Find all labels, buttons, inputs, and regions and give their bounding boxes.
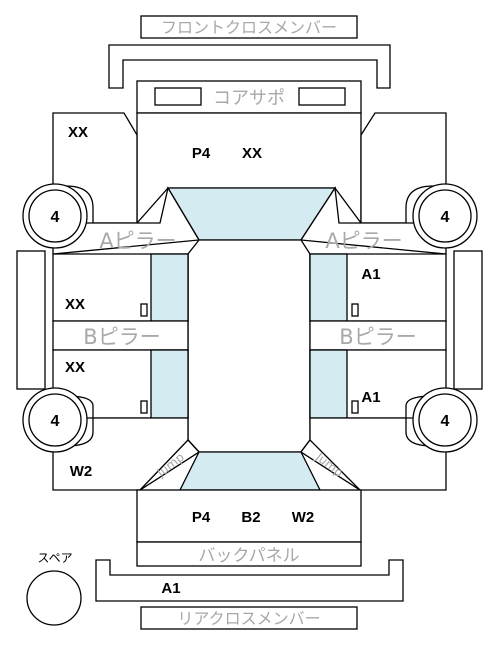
front-left-tire[interactable]: 4 — [22, 183, 88, 249]
roof[interactable] — [187, 239, 311, 453]
front-right-tire[interactable]: 4 — [412, 183, 478, 249]
hood-left-code: P4 — [192, 145, 211, 162]
rear-right-handle[interactable] — [351, 400, 359, 414]
front-left-door-code: XX — [65, 296, 85, 313]
rear-bumper[interactable] — [95, 559, 404, 602]
front-left-handle[interactable] — [140, 303, 148, 317]
rear-bumper-code: A1 — [161, 580, 180, 597]
a-pillar-right[interactable] — [299, 186, 447, 255]
rear-left-handle[interactable] — [140, 400, 148, 414]
rear-left-tire-code: 4 — [51, 413, 60, 430]
back-panel-label: バックパネル — [198, 546, 299, 566]
radiator-support[interactable]: コアサポ — [136, 80, 362, 114]
rear-cross-member-label: リアクロスメンバー — [177, 609, 320, 628]
rear-right-window[interactable] — [309, 349, 348, 419]
front-right-door-code: A1 — [361, 266, 380, 283]
trunk[interactable] — [136, 489, 362, 543]
left-headlight[interactable] — [154, 87, 202, 106]
front-cross-member[interactable]: フロントクロスメンバー — [140, 15, 358, 39]
rear-left-tire[interactable]: 4 — [22, 387, 88, 453]
rear-left-window[interactable] — [150, 349, 189, 419]
a-pillar-left-label: Aピラー — [99, 229, 176, 253]
left-rocker[interactable] — [16, 250, 46, 390]
front-right-window[interactable] — [309, 253, 348, 322]
front-cross-member-label: フロントクロスメンバー — [161, 18, 337, 37]
trunk-center-code: B2 — [241, 509, 260, 526]
radiator-support-label: コアサポ — [213, 88, 285, 109]
back-panel[interactable]: バックパネル — [136, 541, 362, 567]
a-pillar-right-label: Aピラー — [325, 229, 402, 253]
rear-right-tire-code: 4 — [441, 413, 450, 430]
trunk-left-code: P4 — [192, 509, 211, 526]
rear-left-quarter-code: W2 — [70, 463, 93, 480]
trunk-right-code: W2 — [292, 509, 315, 526]
rear-left-door-code: XX — [65, 359, 85, 376]
front-right-tire-code: 4 — [441, 209, 450, 226]
b-pillar-right-label: Bピラー — [339, 325, 416, 349]
spare-label: スペア — [37, 551, 72, 565]
rear-window[interactable] — [178, 451, 322, 491]
front-left-fender-code: XX — [68, 124, 88, 141]
right-headlight[interactable] — [298, 87, 346, 106]
front-left-tire-code: 4 — [51, 209, 60, 226]
front-right-handle[interactable] — [351, 303, 359, 317]
right-rocker[interactable] — [453, 250, 483, 390]
rear-right-pillar[interactable] — [300, 439, 361, 491]
front-left-window[interactable] — [150, 253, 189, 322]
rear-right-tire[interactable]: 4 — [412, 387, 478, 453]
front-bumper[interactable] — [108, 44, 391, 89]
hood-right-code: XX — [242, 145, 262, 162]
spare-tire[interactable] — [26, 570, 82, 626]
b-pillar-left-label: Bピラー — [83, 325, 160, 349]
rear-right-door-code: A1 — [361, 389, 380, 406]
a-pillar-left[interactable] — [52, 186, 201, 255]
rear-left-pillar[interactable] — [139, 439, 201, 491]
rear-cross-member[interactable]: リアクロスメンバー — [140, 606, 358, 630]
